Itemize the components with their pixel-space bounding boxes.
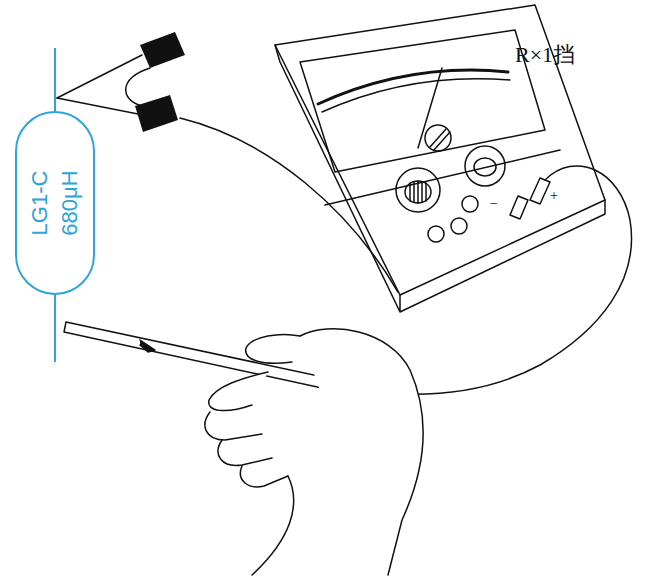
range-knob — [405, 181, 431, 203]
adjust-knob — [474, 158, 496, 176]
clip-loop — [126, 68, 150, 106]
finger — [205, 412, 262, 440]
multimeter-face — [275, 5, 605, 295]
panel-line — [325, 150, 560, 205]
dial-window — [300, 30, 545, 172]
finger — [240, 466, 288, 487]
inductor-body: LG1-C680μH — [15, 111, 95, 295]
inductor-lead — [54, 294, 56, 362]
adjust-knob — [465, 146, 505, 186]
finger — [218, 440, 272, 465]
needle — [418, 68, 442, 148]
multimeter-side — [275, 45, 605, 312]
probe-wire — [372, 166, 632, 394]
jack-sign: − — [490, 196, 498, 212]
finger — [209, 372, 268, 411]
zero-screw — [425, 125, 451, 151]
inductor-lead — [54, 48, 56, 112]
clip-wire — [57, 98, 138, 114]
jack — [451, 218, 467, 234]
range-knob — [396, 168, 440, 212]
knob-ridges — [410, 181, 426, 203]
hand — [300, 329, 423, 575]
jack — [462, 196, 478, 212]
jack-sign: + — [550, 188, 558, 204]
wrist — [252, 476, 294, 575]
zero-screw — [430, 129, 446, 147]
zero-screw — [434, 132, 450, 150]
clip-wire — [57, 55, 142, 98]
thumb — [246, 335, 300, 364]
dial-scale — [318, 70, 508, 104]
dial-scale — [322, 79, 510, 112]
probe-mark — [140, 340, 155, 352]
jack — [428, 226, 444, 242]
alligator-clip — [140, 32, 185, 68]
range-label: R×1挡 — [515, 40, 575, 70]
plug — [530, 178, 550, 204]
alligator-clip — [135, 95, 178, 132]
marking: LG1-C680μH — [25, 170, 85, 235]
plug — [510, 196, 528, 219]
inductor-marking: LG1-C — [25, 170, 55, 235]
inductor-marking: 680μH — [55, 170, 85, 235]
